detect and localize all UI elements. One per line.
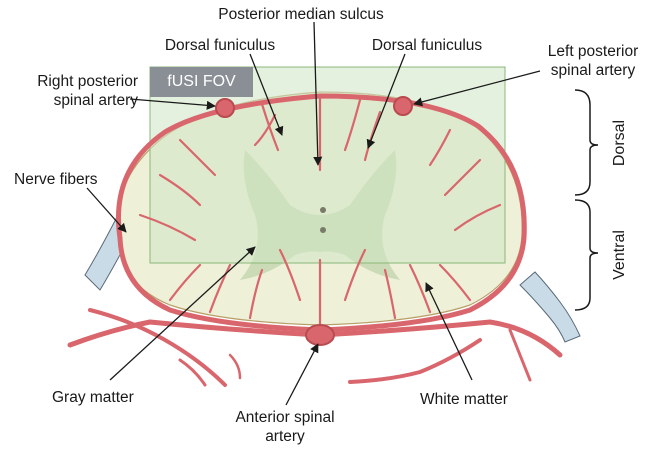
left-posterior-spinal-artery-node xyxy=(393,96,413,116)
nerve-fiber-right xyxy=(519,271,581,343)
right-posterior-spinal-artery-node xyxy=(215,98,235,118)
dorsal-funiculus-left-label: Dorsal funiculus xyxy=(145,36,295,55)
fusi-fov-label: fUSI FOV xyxy=(150,67,253,97)
dorsal-funiculus-left-text: Dorsal funiculus xyxy=(164,37,276,54)
anterior-spinal-artery-node xyxy=(305,324,335,346)
dorsal-brace xyxy=(574,89,599,196)
anterior-spinal-artery-line1: Anterior spinal xyxy=(235,409,335,426)
leader-anterior-spinal-artery xyxy=(285,343,319,406)
central-dot-upper xyxy=(320,207,326,213)
right-posterior-spinal-artery-line1: Right posterior xyxy=(37,73,138,90)
left-posterior-spinal-artery-label: Left posterior spinal artery xyxy=(528,42,658,80)
leader-white-matter xyxy=(425,282,473,381)
posterior-median-sulcus-text: Posterior median sulcus xyxy=(218,6,384,23)
gray-matter-text: Gray matter xyxy=(52,389,134,406)
right-posterior-spinal-artery-label: Right posterior spinal artery xyxy=(8,72,138,110)
dorsal-funiculus-right-label: Dorsal funiculus xyxy=(352,36,502,55)
leader-lines xyxy=(86,21,541,406)
dorsal-label: Dorsal xyxy=(611,119,628,167)
ventral-brace xyxy=(574,199,599,311)
left-posterior-spinal-artery-line2: spinal artery xyxy=(550,62,636,79)
left-posterior-spinal-artery-line1: Left posterior xyxy=(547,43,639,60)
posterior-median-sulcus-label: Posterior median sulcus xyxy=(196,5,406,24)
gray-matter-label: Gray matter xyxy=(52,388,172,407)
leader-nerve-fibers xyxy=(86,187,127,233)
white-matter-text: White matter xyxy=(420,391,508,408)
leader-right-posterior-spinal-artery xyxy=(129,98,216,110)
leader-left-posterior-spinal-artery xyxy=(413,70,541,107)
leader-gray-matter xyxy=(109,246,256,381)
leader-dorsal-funiculus-right xyxy=(366,53,406,149)
right-posterior-spinal-artery-line2: spinal artery xyxy=(53,92,138,109)
ventral-label: Ventral xyxy=(611,230,628,280)
nerve-fibers-text: Nerve fibers xyxy=(14,171,98,188)
anterior-spinal-artery-line2: artery xyxy=(265,428,305,445)
central-dot-lower xyxy=(320,227,326,233)
white-matter-label: White matter xyxy=(420,390,540,409)
leader-posterior-median-sulcus xyxy=(313,21,323,166)
dorsal-funiculus-right-text: Dorsal funiculus xyxy=(371,37,483,54)
anterior-spinal-artery-label: Anterior spinal artery xyxy=(210,408,360,446)
arterial-ring xyxy=(115,93,527,333)
fusi-fov-rectangle xyxy=(149,66,506,264)
penetrating-vessels xyxy=(138,96,502,332)
leader-dorsal-funiculus-left xyxy=(249,53,284,136)
nerve-fibers-label: Nerve fibers xyxy=(14,170,134,189)
